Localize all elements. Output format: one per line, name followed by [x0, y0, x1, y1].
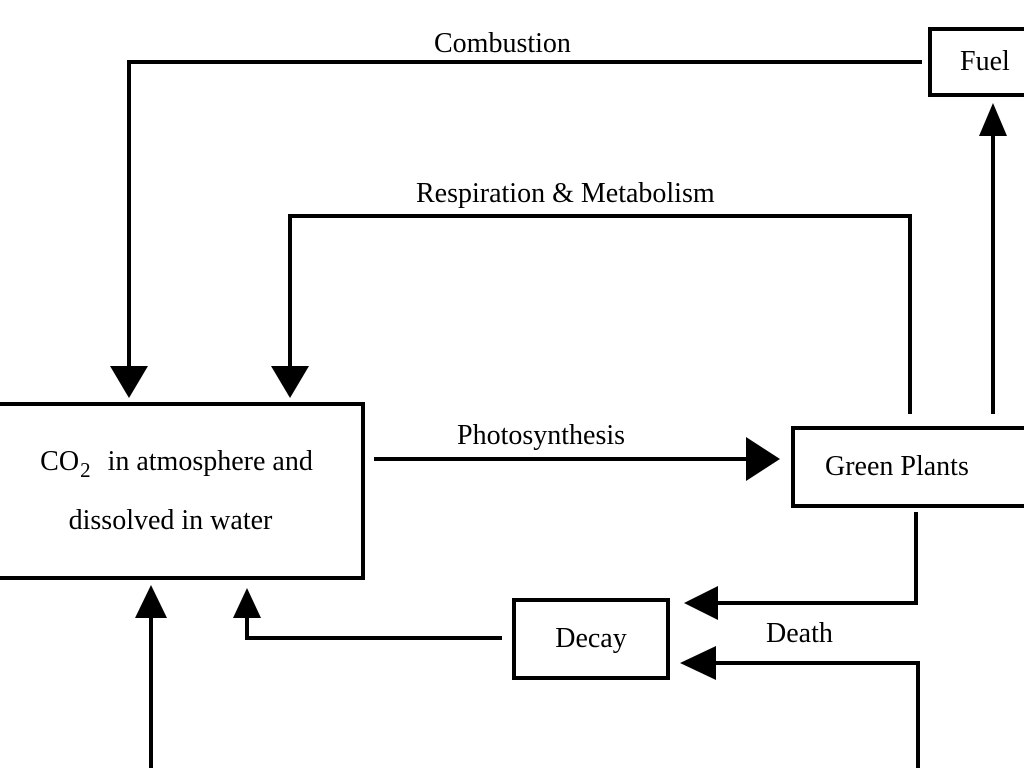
green-plants-box: Green Plants — [791, 426, 1024, 508]
death-arrow-line-lower — [712, 661, 920, 768]
combustion-arrowhead — [110, 366, 148, 398]
respiration-arrow-line — [288, 214, 912, 414]
co2-prefix: CO — [40, 445, 80, 477]
death-arrowhead-lower — [680, 646, 716, 680]
fuel-box: Fuel — [928, 27, 1024, 97]
death-arrow-line-upper — [712, 512, 918, 605]
death-arrowhead-upper — [684, 586, 718, 620]
decay-arrowhead — [233, 588, 261, 618]
decay-arrow-line — [245, 614, 502, 640]
death-label: Death — [766, 618, 833, 649]
photosynthesis-arrowhead — [746, 437, 780, 481]
fuel-label: Fuel — [960, 46, 1010, 77]
combustion-label: Combustion — [434, 28, 571, 59]
bottom-branch-arrowhead — [135, 585, 167, 618]
photosynthesis-label: Photosynthesis — [457, 420, 626, 451]
combustion-arrow-line — [127, 60, 922, 372]
respiration-label: Respiration & Metabolism — [416, 178, 715, 209]
co2-box: CO2 in atmosphere and dissolved in water — [0, 402, 365, 580]
decay-label: Decay — [555, 623, 627, 654]
decay-box: Decay — [512, 598, 670, 680]
co2-subscript: 2 — [80, 457, 91, 482]
co2-line-2: dissolved in water — [68, 504, 273, 536]
co2-line-1: CO2 in atmosphere and — [40, 446, 313, 483]
respiration-arrowhead — [271, 366, 309, 398]
fuel-arrowhead — [979, 103, 1007, 136]
green-plants-label: Green Plants — [825, 451, 969, 482]
co2-line-1-suffix: in atmosphere and — [107, 445, 313, 477]
